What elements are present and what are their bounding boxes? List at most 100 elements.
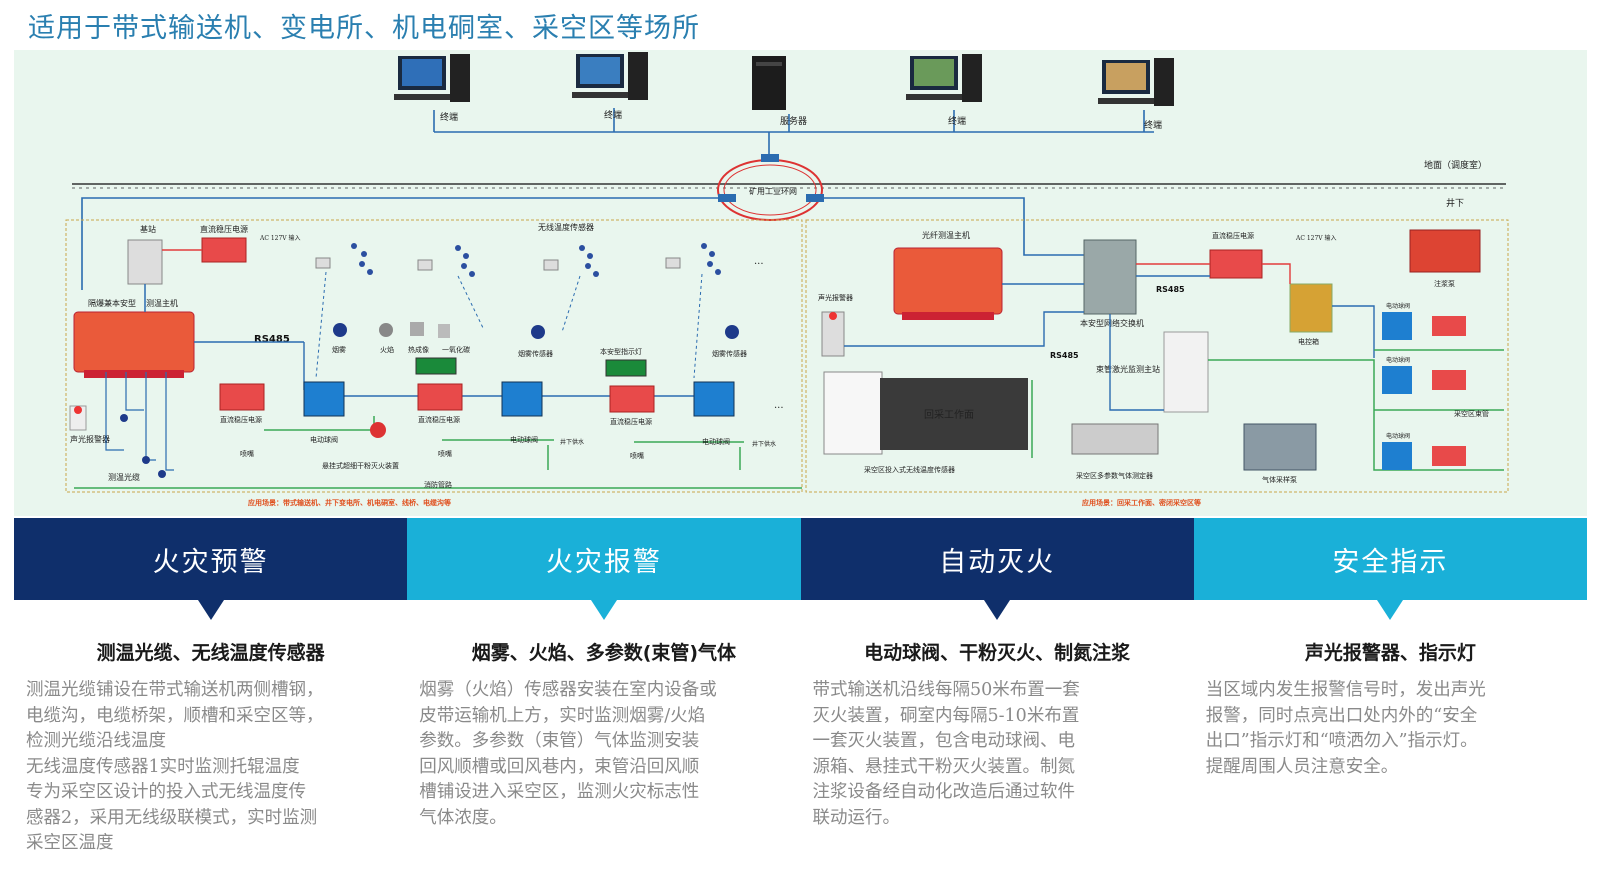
left-zone: 基站 直流稳压电源 AC 127V 输入 隔爆兼本安型 测温主机 RS485 声… (69, 222, 802, 507)
nozzle-label-2: 喷嘴 (438, 449, 452, 458)
tab-auto-extinguish-arrow (984, 600, 1011, 620)
tab-fire-alarm[interactable]: 火灾报警 (407, 518, 801, 620)
column-body: 烟雾（火焰）传感器安装在室内设备或 皮带运输机上方，实时监测烟雾/火焰 参数。多… (419, 680, 717, 828)
tab-fire-warning-label: 火灾预警 (152, 546, 269, 578)
right-valve-label-3: 电动球阀 (1386, 432, 1410, 440)
page-title: 适用于带式输送机、变电所、机电硐室、采空区等场所 (28, 13, 700, 44)
left-dc-power-label: 直流稳压电源 (200, 224, 248, 234)
ground-line (72, 183, 1506, 189)
right-valve-label-1: 电动球阀 (1386, 302, 1410, 310)
water-in-label-2: 井下供水 (752, 440, 776, 448)
control-box-label: 电控箱 (1298, 337, 1319, 346)
flame-label: 火焰 (380, 345, 394, 354)
tab-fire-warning-arrow (197, 600, 224, 620)
tab-auto-extinguish-label: 自动灭火 (939, 546, 1056, 578)
terminal-4-label: 终端 (1144, 119, 1162, 131)
switch-label: 本安型网络交换机 (1080, 318, 1144, 328)
fire-pipe-label: 消防管路 (424, 480, 452, 489)
goaf-beam-label: 采空区束管 (1454, 409, 1489, 418)
left-scene-label: 应用场景：带式输送机、井下变电所、机电硐室、线桥、电缆沟等 (248, 498, 451, 507)
base-station-label: 基站 (140, 224, 156, 234)
column-auto-extinguish: 电动球阀、干粉灭火、制氮注浆 带式输送机沿线每隔50米布置一套 灭火装置，硐室内… (801, 640, 1194, 857)
tab-safety-indication-label: 安全指示 (1332, 546, 1449, 578)
wireless-sensor-label: 无线温度传感器 (538, 222, 594, 232)
left-dc-power-2: 直流稳压电源 (220, 415, 262, 424)
ring-network: 矿用工业环网 (717, 154, 824, 221)
trunk-lines (81, 197, 1084, 290)
gas-sampler-label: 气体采样泵 (1262, 475, 1297, 484)
beam-tube-label: 束管激光监测主站 (1096, 364, 1160, 374)
grout-pump-label: 注浆泵 (1434, 279, 1455, 288)
diagram-svg: 地面（调度室） 井下 终端 终端 服务器 (65, 52, 1509, 507)
column-heading: 烟雾、火焰、多参数(束管)气体 (471, 642, 737, 664)
tab-auto-extinguish[interactable]: 自动灭火 (800, 518, 1194, 620)
ring-label: 矿用工业环网 (749, 186, 797, 196)
left-ac-label: AC 127V 输入 (259, 234, 301, 242)
server-label: 服务器 (780, 115, 807, 127)
explosion-host-label: 隔爆兼本安型 (88, 298, 136, 308)
water-in-label-1: 井下供水 (560, 438, 584, 446)
mining-face-label: 回采工作面 (924, 409, 974, 421)
column-heading: 测温光缆、无线温度传感器 (96, 642, 325, 664)
heat-label: 热成像 (408, 345, 429, 354)
terminal-1-label: 终端 (440, 111, 458, 123)
terminal-2-label: 终端 (604, 109, 622, 121)
powder-label: 悬挂式超细干粉灭火装置 (322, 461, 399, 470)
tab-fire-alarm-arrow (590, 600, 617, 620)
right-scene-label: 应用场景：回采工作面、密闭采空区等 (1082, 498, 1201, 507)
column-body: 测温光缆铺设在带式输送机两侧槽钢， 电缆沟，电缆桥架，顺槽和采空区等， 检测光缆… (26, 680, 324, 853)
column-fire-warning: 测温光缆、无线温度传感器 测温光缆铺设在带式输送机两侧槽钢， 电缆沟，电缆桥架，… (14, 640, 407, 857)
zone-left (65, 219, 803, 493)
left-valve-label-3: 电动球阀 (702, 437, 730, 446)
right-alarm-label: 声光报警器 (818, 293, 853, 302)
column-fire-alarm: 烟雾、火焰、多参数(束管)气体 烟雾（火焰）传感器安装在室内设备或 皮带运输机上… (407, 640, 800, 857)
column-body: 当区域内发生报警信号时，发出声光 报警，同时点亮出口处内外的“安全 出口”指示灯… (1205, 680, 1486, 777)
right-ac-label: AC 127V 输入 (1295, 234, 1337, 242)
ground-label: 地面（调度室） (1424, 159, 1487, 171)
tab-fire-alarm-label: 火灾报警 (545, 546, 662, 578)
right-dc-power-label: 直流稳压电源 (1212, 231, 1254, 240)
underground-label: 井下 (1446, 197, 1464, 209)
co-label: 一氧化碳 (442, 345, 470, 354)
zone-right (805, 219, 1509, 493)
right-valve-label-2: 电动球阀 (1386, 356, 1410, 364)
tab-fire-warning[interactable]: 火灾预警 (14, 518, 408, 620)
terminal-3: 终端 (906, 54, 982, 127)
smoke-label: 烟雾 (332, 345, 346, 354)
system-diagram: 地面（调度室） 井下 终端 终端 服务器 (14, 50, 1587, 516)
smoke-sensor-label-2: 烟雾传感器 (712, 349, 747, 358)
goaf-sensor-label: 采空区投入式无线温度传感器 (864, 465, 955, 474)
left-alarm-label: 声光报警器 (70, 434, 110, 444)
nozzle-label-3: 喷嘴 (630, 451, 644, 460)
right-rs485-b: RS485 (1050, 351, 1079, 360)
top-network-bus (433, 108, 1154, 156)
left-rs485-label: RS485 (254, 334, 290, 345)
column-heading: 电动球阀、干粉灭火、制氮注浆 (864, 642, 1131, 664)
server: 服务器 (752, 56, 807, 127)
tab-safety-indication-arrow (1377, 600, 1404, 620)
feature-columns: 测温光缆、无线温度传感器 测温光缆铺设在带式输送机两侧槽钢， 电缆沟，电缆桥架，… (14, 640, 1587, 857)
smoke-sensor-label-1: 烟雾传感器 (518, 349, 553, 358)
column-body: 带式输送机沿线每隔50米布置一套 灭火装置，硐室内每隔5-10米布置 一套灭火装… (812, 680, 1080, 828)
left-dc-power-4: 直流稳压电源 (610, 417, 652, 426)
fiber-host-label: 光纤测温主机 (922, 230, 970, 240)
column-safety-indication: 声光报警器、指示灯 当区域内发生报警信号时，发出声光 报警，同时点亮出口处内外的… (1194, 640, 1587, 857)
terminal-1: 终端 (394, 54, 470, 123)
feature-tabs: 火灾预警 火灾报警 自动灭火 安全指示 (14, 518, 1587, 620)
terminal-3-label: 终端 (948, 115, 966, 127)
left-ellipsis-2: ... (774, 400, 784, 411)
tab-safety-indication[interactable]: 安全指示 (1193, 518, 1587, 620)
temp-cable-label: 测温光缆 (108, 472, 140, 482)
left-valve-label-2: 电动球阀 (510, 435, 538, 444)
gas-sensor-label: 采空区多参数气体测定器 (1076, 471, 1153, 480)
left-valve-label-1: 电动球阀 (310, 435, 338, 444)
exit-sign-label: 本安型指示灯 (600, 347, 642, 356)
terminal-4: 终端 (1098, 58, 1174, 131)
right-zone: 光纤测温主机 声光报警器 本安型网络交换机 直流稳压电源 AC 127V 输入 … (818, 229, 1504, 507)
terminal-2: 终端 (572, 52, 648, 121)
right-rs485-a: RS485 (1156, 285, 1185, 294)
nozzle-label-1: 喷嘴 (240, 449, 254, 458)
left-dc-power-3: 直流稳压电源 (418, 415, 460, 424)
temp-host-label: 测温主机 (146, 298, 178, 308)
column-heading: 声光报警器、指示灯 (1304, 642, 1476, 664)
